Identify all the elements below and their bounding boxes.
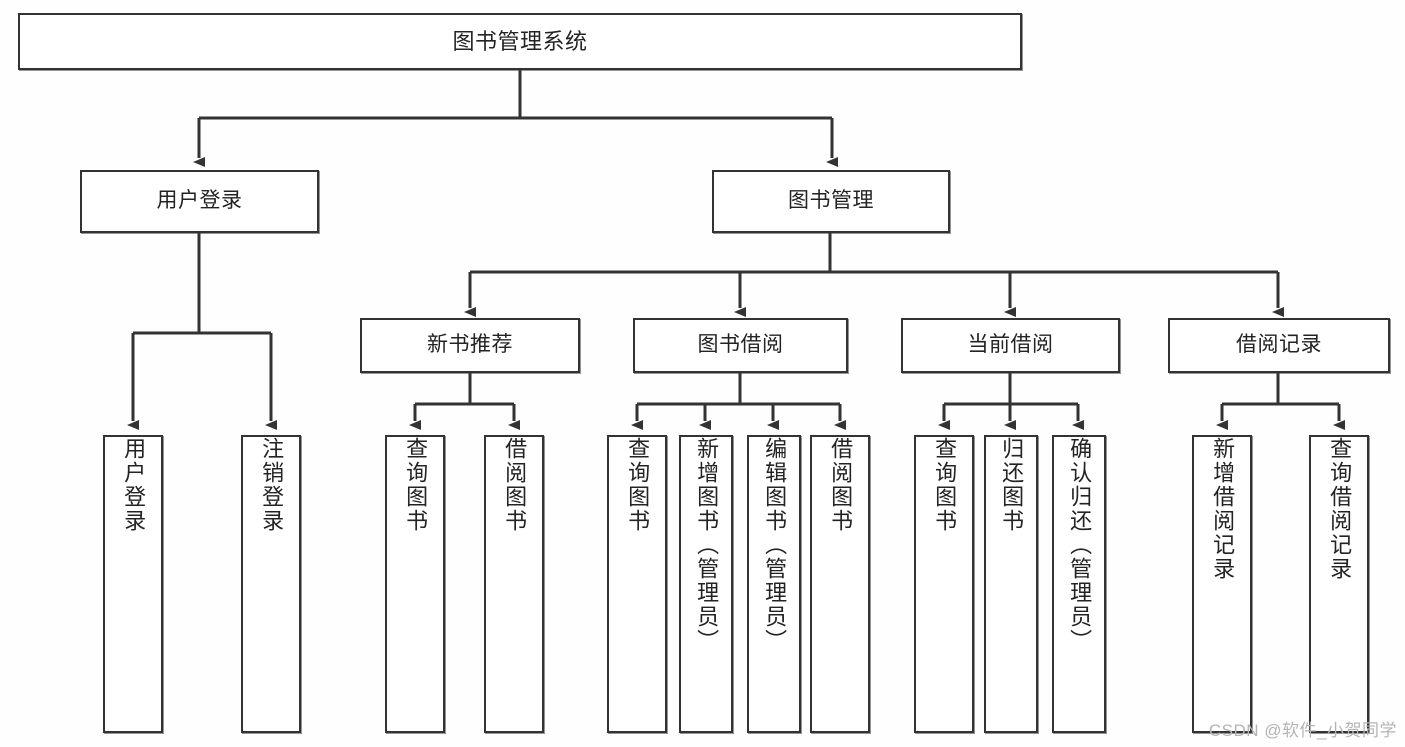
leaf-query-book-2[interactable]: 查询图书	[607, 435, 667, 733]
leaf-add-record[interactable]: 新增借阅记录	[1192, 435, 1252, 733]
node-current-borrow[interactable]: 当前借阅	[901, 318, 1120, 373]
leaf-return-book[interactable]: 归还图书	[984, 435, 1038, 733]
leaf-logout-label: 注销登录	[259, 437, 285, 533]
node-borrow-record-label: 借阅记录	[1236, 333, 1322, 357]
leaf-borrow-book-2[interactable]: 借阅图书	[810, 435, 870, 733]
node-user-login-label: 用户登录	[156, 189, 243, 213]
leaf-return-book-label: 归还图书	[999, 437, 1025, 533]
leaf-borrow-book-2-label: 借阅图书	[828, 437, 854, 533]
leaf-add-book-label: 新增图书（管理员）	[694, 437, 720, 653]
node-root-label: 图书管理系统	[452, 28, 588, 54]
leaf-query-record-label: 查询借阅记录	[1327, 437, 1353, 581]
node-current-borrow-label: 当前借阅	[967, 333, 1054, 357]
node-book-borrow-label: 图书借阅	[697, 333, 784, 357]
leaf-logout[interactable]: 注销登录	[241, 435, 301, 733]
leaf-query-record[interactable]: 查询借阅记录	[1309, 435, 1369, 733]
node-book-manage[interactable]: 图书管理	[712, 170, 950, 233]
leaf-edit-book-label: 编辑图书（管理员）	[762, 437, 788, 653]
leaf-query-book-1[interactable]: 查询图书	[385, 435, 445, 733]
leaf-query-book-3[interactable]: 查询图书	[914, 435, 974, 733]
leaf-add-book[interactable]: 新增图书（管理员）	[679, 435, 733, 733]
leaf-confirm-return-label: 确认归还（管理员）	[1067, 437, 1093, 653]
node-new-book-rec[interactable]: 新书推荐	[360, 318, 580, 373]
leaf-borrow-book-1-label: 借阅图书	[502, 437, 528, 533]
leaf-query-book-3-label: 查询图书	[932, 437, 958, 533]
node-book-manage-label: 图书管理	[788, 189, 874, 213]
leaf-edit-book[interactable]: 编辑图书（管理员）	[747, 435, 801, 733]
node-user-login[interactable]: 用户登录	[80, 170, 319, 233]
leaf-confirm-return[interactable]: 确认归还（管理员）	[1052, 435, 1106, 733]
leaf-user-login[interactable]: 用户登录	[103, 435, 163, 733]
leaf-borrow-book-1[interactable]: 借阅图书	[484, 435, 544, 733]
node-borrow-record[interactable]: 借阅记录	[1168, 318, 1390, 373]
leaf-query-book-2-label: 查询图书	[625, 437, 651, 533]
node-new-book-rec-label: 新书推荐	[427, 333, 513, 357]
node-root[interactable]: 图书管理系统	[18, 13, 1022, 70]
leaf-query-book-1-label: 查询图书	[403, 437, 429, 533]
node-book-borrow[interactable]: 图书借阅	[633, 318, 848, 373]
leaf-user-login-label: 用户登录	[121, 437, 147, 533]
watermark: CSDN @软件_小贺同学	[1208, 721, 1397, 740]
leaf-add-record-label: 新增借阅记录	[1210, 437, 1236, 581]
